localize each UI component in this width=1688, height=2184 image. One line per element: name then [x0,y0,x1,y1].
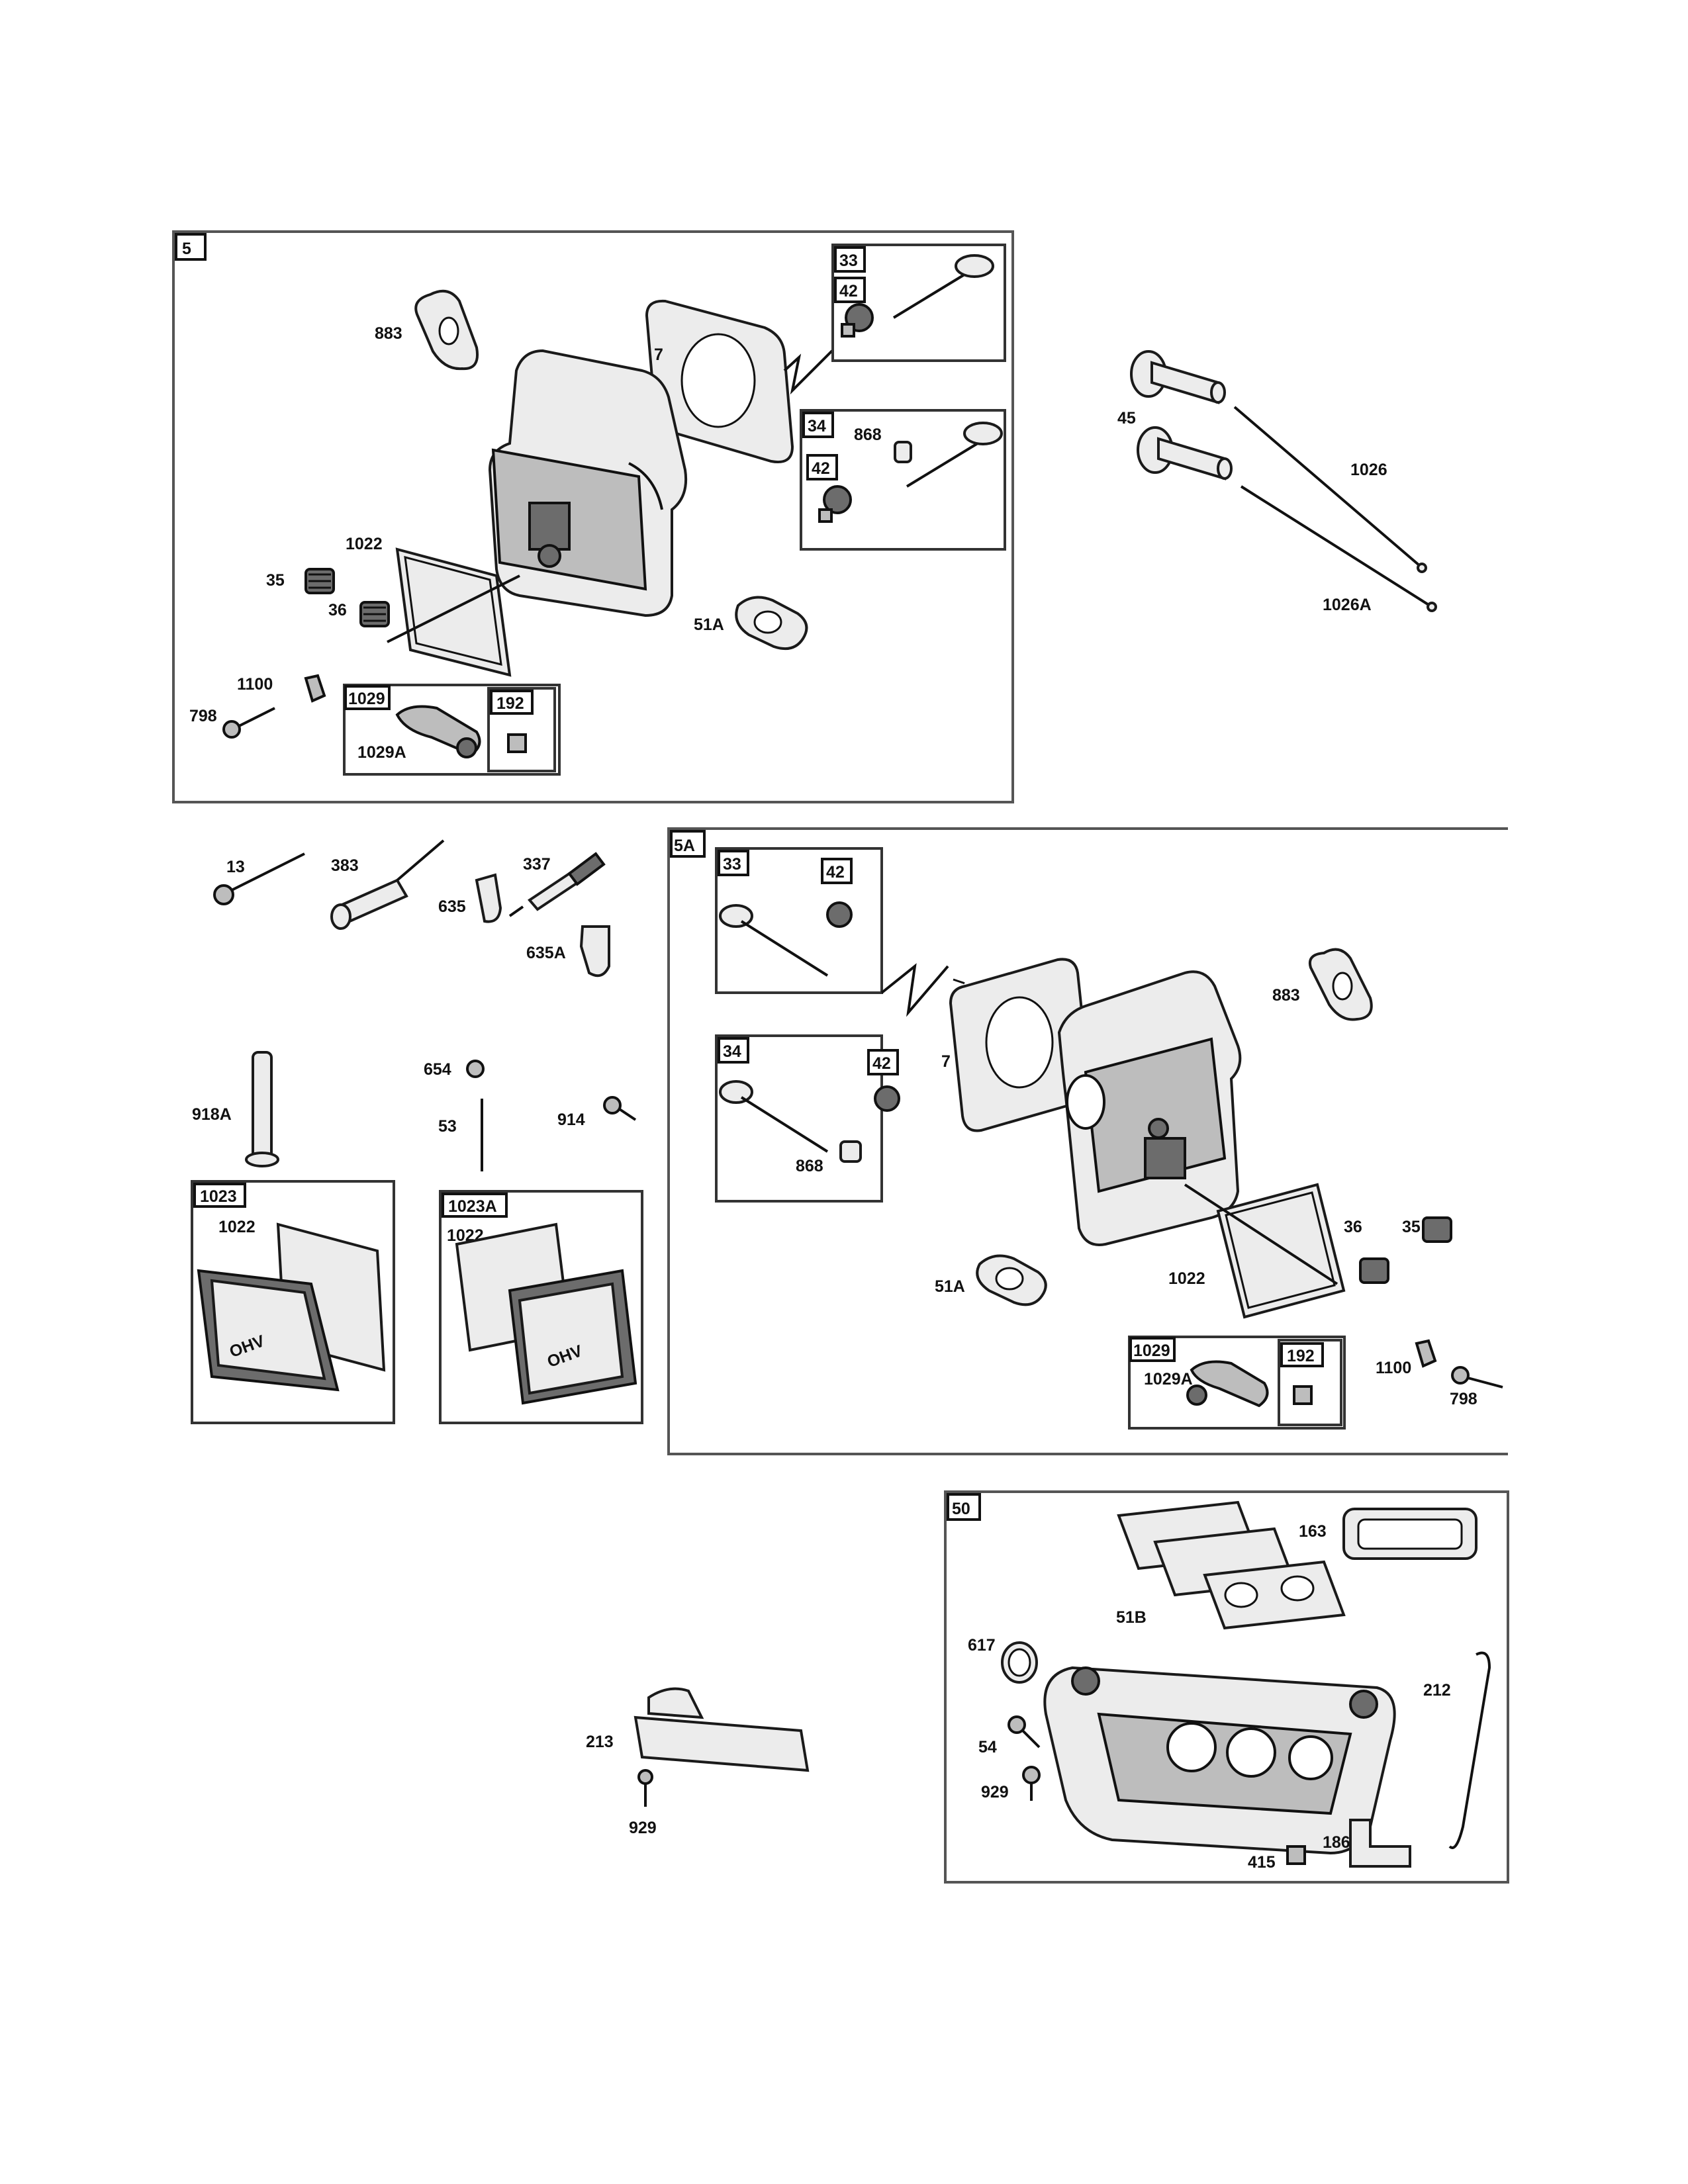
callout-1026A: 1026A [1323,596,1372,614]
callout-868-top: 868 [854,426,882,444]
callout-213: 213 [586,1733,614,1751]
callout-51A-top: 51A [694,615,724,634]
rod-212 [1448,1651,1491,1849]
group-5A-42a-label: 42 [826,863,845,882]
callout-1100-mid: 1100 [1376,1359,1411,1377]
group-1023A-label: 1023A [448,1197,497,1216]
callout-654: 654 [424,1060,451,1079]
bolt-13 [224,852,305,895]
group-5: 5 883 7 1022 35 3 [172,230,1014,803]
group-5A-192-label: 192 [1287,1347,1315,1365]
group-5A-42b-label: 42 [872,1054,891,1073]
callout-13: 13 [226,858,245,876]
rocker-cover-gasket [395,547,512,677]
callout-186: 186 [1323,1833,1350,1852]
group-42b-label: 42 [812,459,830,478]
valve-spring-36 [359,601,390,627]
group-5A-1029-label: 1029 [1133,1342,1170,1360]
group-5-label: 5 [182,240,191,258]
group-1023-label: 1023 [200,1187,237,1206]
callout-798-mid: 798 [1450,1390,1477,1408]
spark-plug-337 [508,852,606,917]
group-50: 50 51B 163 617 212 [944,1490,1509,1884]
valves-pushrods: 45 1026 1026A [1117,350,1437,614]
group-1029-label: 1029 [348,690,385,708]
group-5A: 5A 33 42 34 42 868 7 [667,827,1508,1455]
group-34-label: 34 [808,417,826,435]
valve-45-a [1130,350,1226,404]
callout-337: 337 [523,855,551,874]
callout-868-mid: 868 [796,1157,823,1175]
valve-45-b [1137,426,1233,480]
nut-654 [466,1060,485,1078]
callout-36-mid: 36 [1344,1218,1362,1236]
callout-51A-mid: 51A [935,1277,965,1296]
callout-36: 36 [328,601,347,619]
callout-7-mid: 7 [941,1052,951,1071]
callout-1022-a: 1022 [218,1218,256,1236]
group-33-label: 33 [839,251,858,270]
callout-35-mid: 35 [1402,1218,1421,1236]
dipstick-tube-918A [252,1051,273,1160]
rocker-cover-1023: OHV [197,1269,340,1392]
boot-635A [579,925,610,978]
callout-51B: 51B [1116,1608,1147,1627]
plug-415 [1286,1845,1306,1865]
callout-54: 54 [978,1738,997,1756]
intake-valve [906,422,1003,488]
valve-spring-35 [305,568,335,594]
callout-883: 883 [375,324,402,343]
group-5A-33-label: 33 [723,855,741,874]
group-192-label: 192 [496,694,524,713]
screw-914 [603,1096,637,1121]
callout-45: 45 [1117,409,1136,428]
bolt-798 [222,707,275,739]
callout-212: 212 [1423,1681,1451,1700]
cylinder-head-5 [488,349,688,617]
valve-cap [894,441,912,463]
push-rod-1026 [1233,406,1421,567]
exhaust-valve [892,254,994,319]
callout-1029A-mid: 1029A [1144,1370,1193,1388]
callout-883-mid: 883 [1272,986,1300,1005]
callout-1029A-top: 1029A [357,743,406,762]
group-42-label: 42 [839,282,858,300]
callout-929-b: 929 [981,1783,1009,1801]
misc-parts: 13 383 337 635 635A 918A 654 53 914 [191,839,643,1424]
callout-635A: 635A [526,944,566,962]
callout-35: 35 [266,571,285,590]
callout-1026: 1026 [1350,461,1387,479]
bracket-213: 213 929 [586,1687,810,1837]
callout-163: 163 [1299,1522,1327,1541]
group-5A-34-label: 34 [723,1042,741,1061]
callout-7: 7 [654,345,663,364]
callout-918A: 918A [192,1105,232,1124]
group-5A-label: 5A [674,837,695,855]
intake-manifold [1043,1666,1396,1855]
breather-tube-383 [330,839,445,930]
callout-1022-top: 1022 [346,535,383,553]
callout-53: 53 [438,1117,457,1136]
rocker-cover-1023A: OHV [508,1269,637,1405]
callout-1100: 1100 [237,675,273,694]
callout-635: 635 [438,897,466,916]
fitting-186 [1349,1819,1411,1868]
callout-929-a: 929 [629,1819,657,1837]
callout-798: 798 [189,707,217,725]
callout-617: 617 [968,1636,996,1655]
callout-383: 383 [331,856,359,875]
push-rod-1026A [1240,485,1431,607]
cylinder-head-5A [1057,970,1242,1246]
intake-gaskets-51B [1117,1500,1346,1630]
callout-415: 415 [1248,1853,1276,1872]
boot-635 [475,873,502,923]
callout-1022-mid: 1022 [1168,1269,1205,1288]
group-50-label: 50 [952,1500,970,1518]
callout-914: 914 [557,1111,585,1129]
clip-1100 [304,674,326,703]
